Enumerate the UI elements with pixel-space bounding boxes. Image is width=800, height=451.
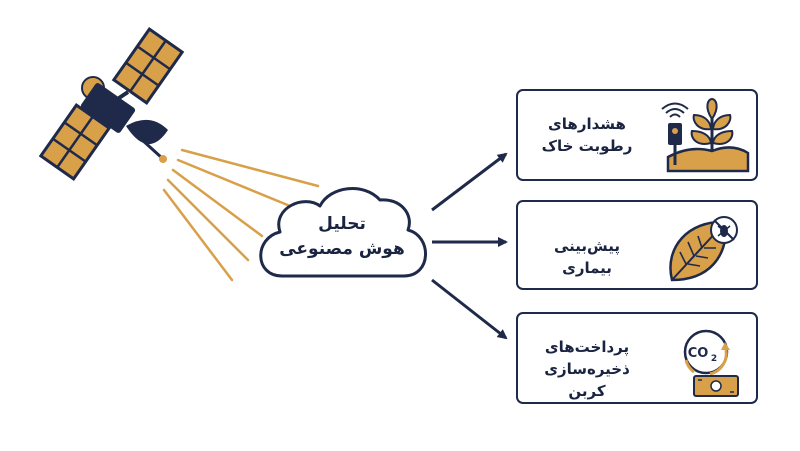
card-disease-line1: پیش‌بینی بیماری — [553, 237, 620, 277]
card-carbon-line1: پرداخت‌های — [544, 338, 630, 356]
card-soil-moisture-label: هشدارهای رطوبت خاک — [528, 113, 646, 157]
satellite-icon — [38, 27, 185, 181]
ai-analysis-label: تحلیل هوش مصنوعی — [262, 212, 422, 262]
arrow-to-carbon — [431, 278, 508, 340]
card-disease-prediction: پیش‌بینی بیماری — [516, 200, 758, 290]
ai-analysis-line1: تحلیل — [318, 214, 366, 234]
cloud-icon — [259, 187, 427, 278]
plant-moisture-sensor-icon — [661, 97, 750, 173]
arrow-to-moisture — [431, 152, 508, 212]
card-soil-moisture-alerts: هشدارهای رطوبت خاک — [516, 89, 758, 181]
co2-subscript: 2 — [711, 354, 717, 364]
co2-payment-icon: CO 2 — [683, 329, 739, 397]
card-carbon-label: پرداخت‌های ذخیره‌سازی کربن — [528, 336, 646, 402]
diseased-leaf-icon — [669, 216, 738, 282]
co2-label: CO — [688, 346, 709, 361]
card-carbon-payments: پرداخت‌های ذخیره‌سازی کربن CO 2 — [516, 312, 758, 404]
card-carbon-line2: ذخیره‌سازی کربن — [544, 360, 630, 400]
card-soil-moisture-line2: رطوبت خاک — [541, 137, 633, 155]
signal-beams — [162, 148, 320, 282]
card-soil-moisture-line1: هشدارهای — [548, 115, 626, 133]
card-disease-label: پیش‌بینی بیماری — [528, 235, 646, 279]
ai-analysis-line2: هوش مصنوعی — [279, 239, 405, 259]
